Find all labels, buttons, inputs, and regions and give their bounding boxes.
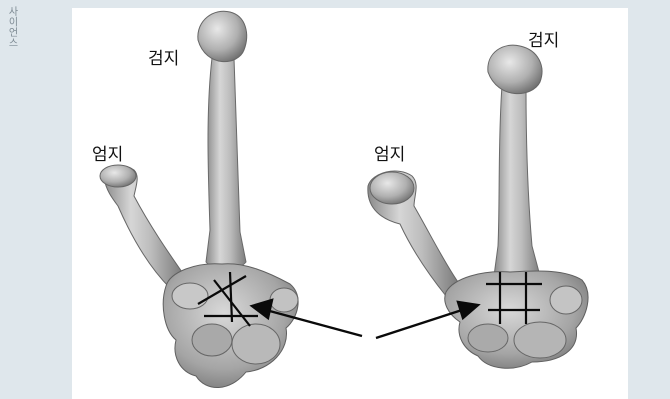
arrow-right-shaft	[376, 310, 462, 338]
left-specimen	[100, 11, 298, 387]
left-index-bone	[206, 58, 246, 270]
right-index-label: 검지	[528, 26, 559, 51]
left-index-head	[198, 11, 247, 61]
left-index-label: 검지	[148, 44, 179, 69]
right-index-bone	[494, 86, 540, 284]
right-thumb-label: 엄지	[374, 140, 405, 165]
left-thumb-label: 엄지	[92, 140, 123, 165]
right-specimen	[368, 45, 588, 368]
right-index-head	[488, 45, 542, 94]
